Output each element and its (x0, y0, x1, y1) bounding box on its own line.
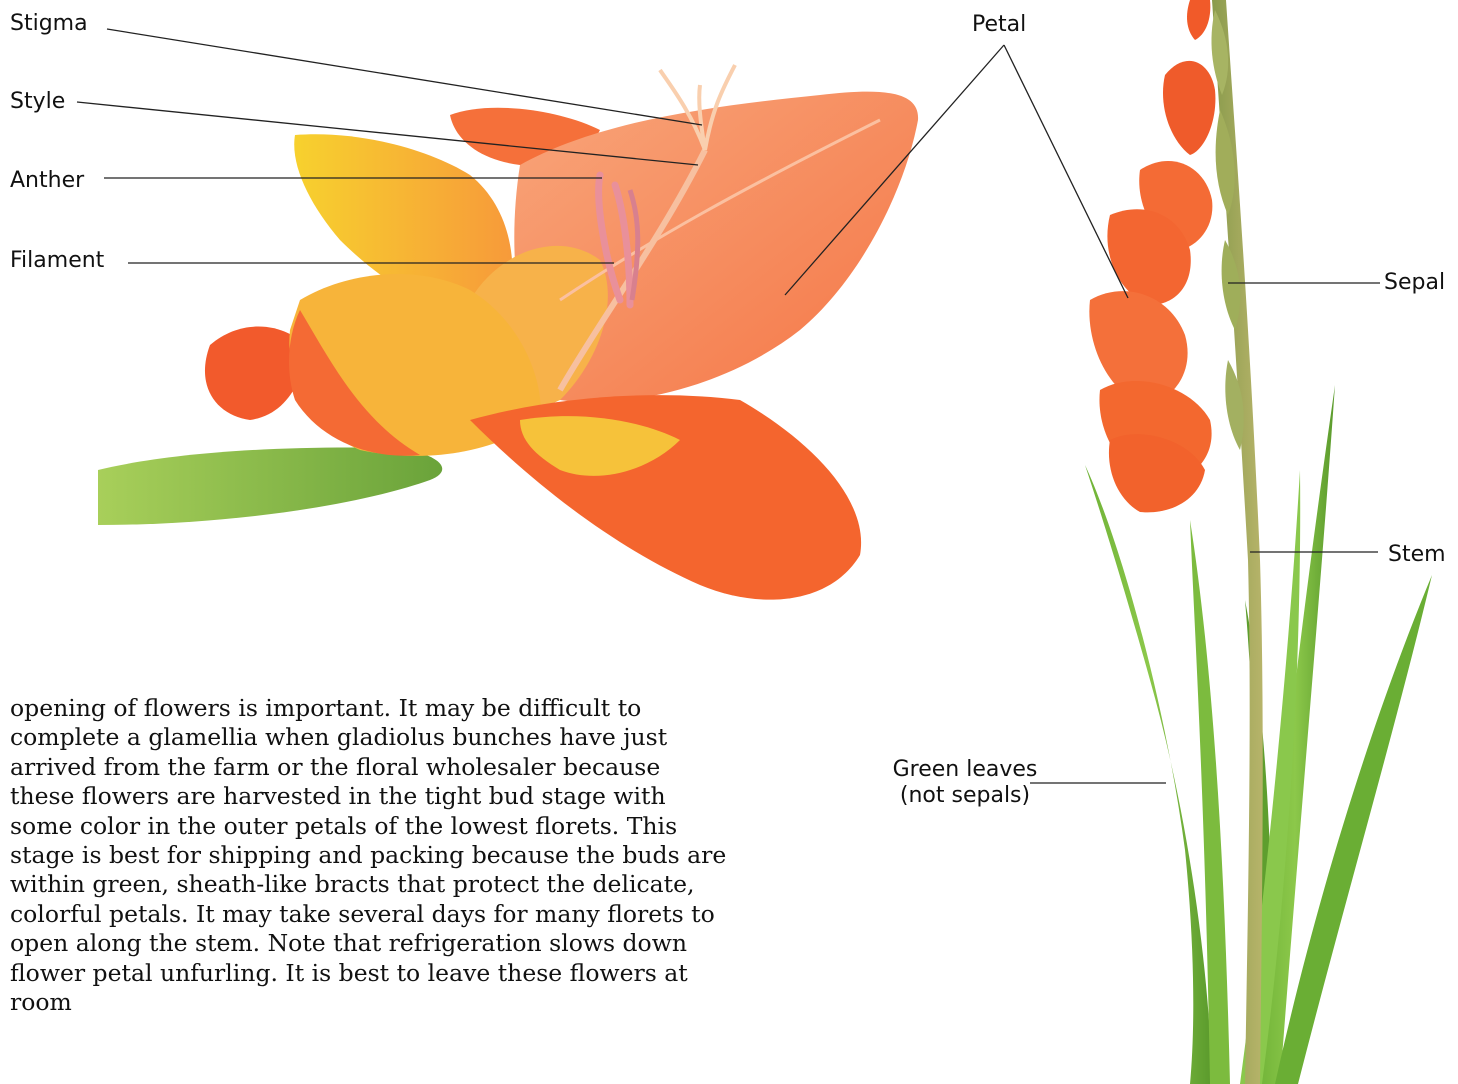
label-filament: Filament (10, 248, 104, 274)
label-green-leaves-line2: (not sepals) (880, 783, 1050, 809)
label-anther: Anther (10, 168, 84, 194)
label-petal: Petal (972, 12, 1026, 38)
label-green-leaves: Green leaves (not sepals) (880, 757, 1050, 809)
label-style: Style (10, 89, 65, 115)
body-paragraph: opening of flowers is important. It may … (10, 694, 730, 1017)
label-stigma: Stigma (10, 11, 88, 37)
floret-2 (1163, 61, 1215, 155)
leaf-tip (98, 447, 442, 525)
label-stem: Stem (1388, 542, 1446, 568)
label-sepal: Sepal (1384, 270, 1445, 296)
leader-stigma (107, 29, 702, 125)
label-green-leaves-line1: Green leaves (880, 757, 1050, 783)
floret-top (1187, 0, 1210, 40)
leader-petal-2 (1004, 45, 1128, 298)
gladiolus-stalk (1085, 0, 1432, 1084)
